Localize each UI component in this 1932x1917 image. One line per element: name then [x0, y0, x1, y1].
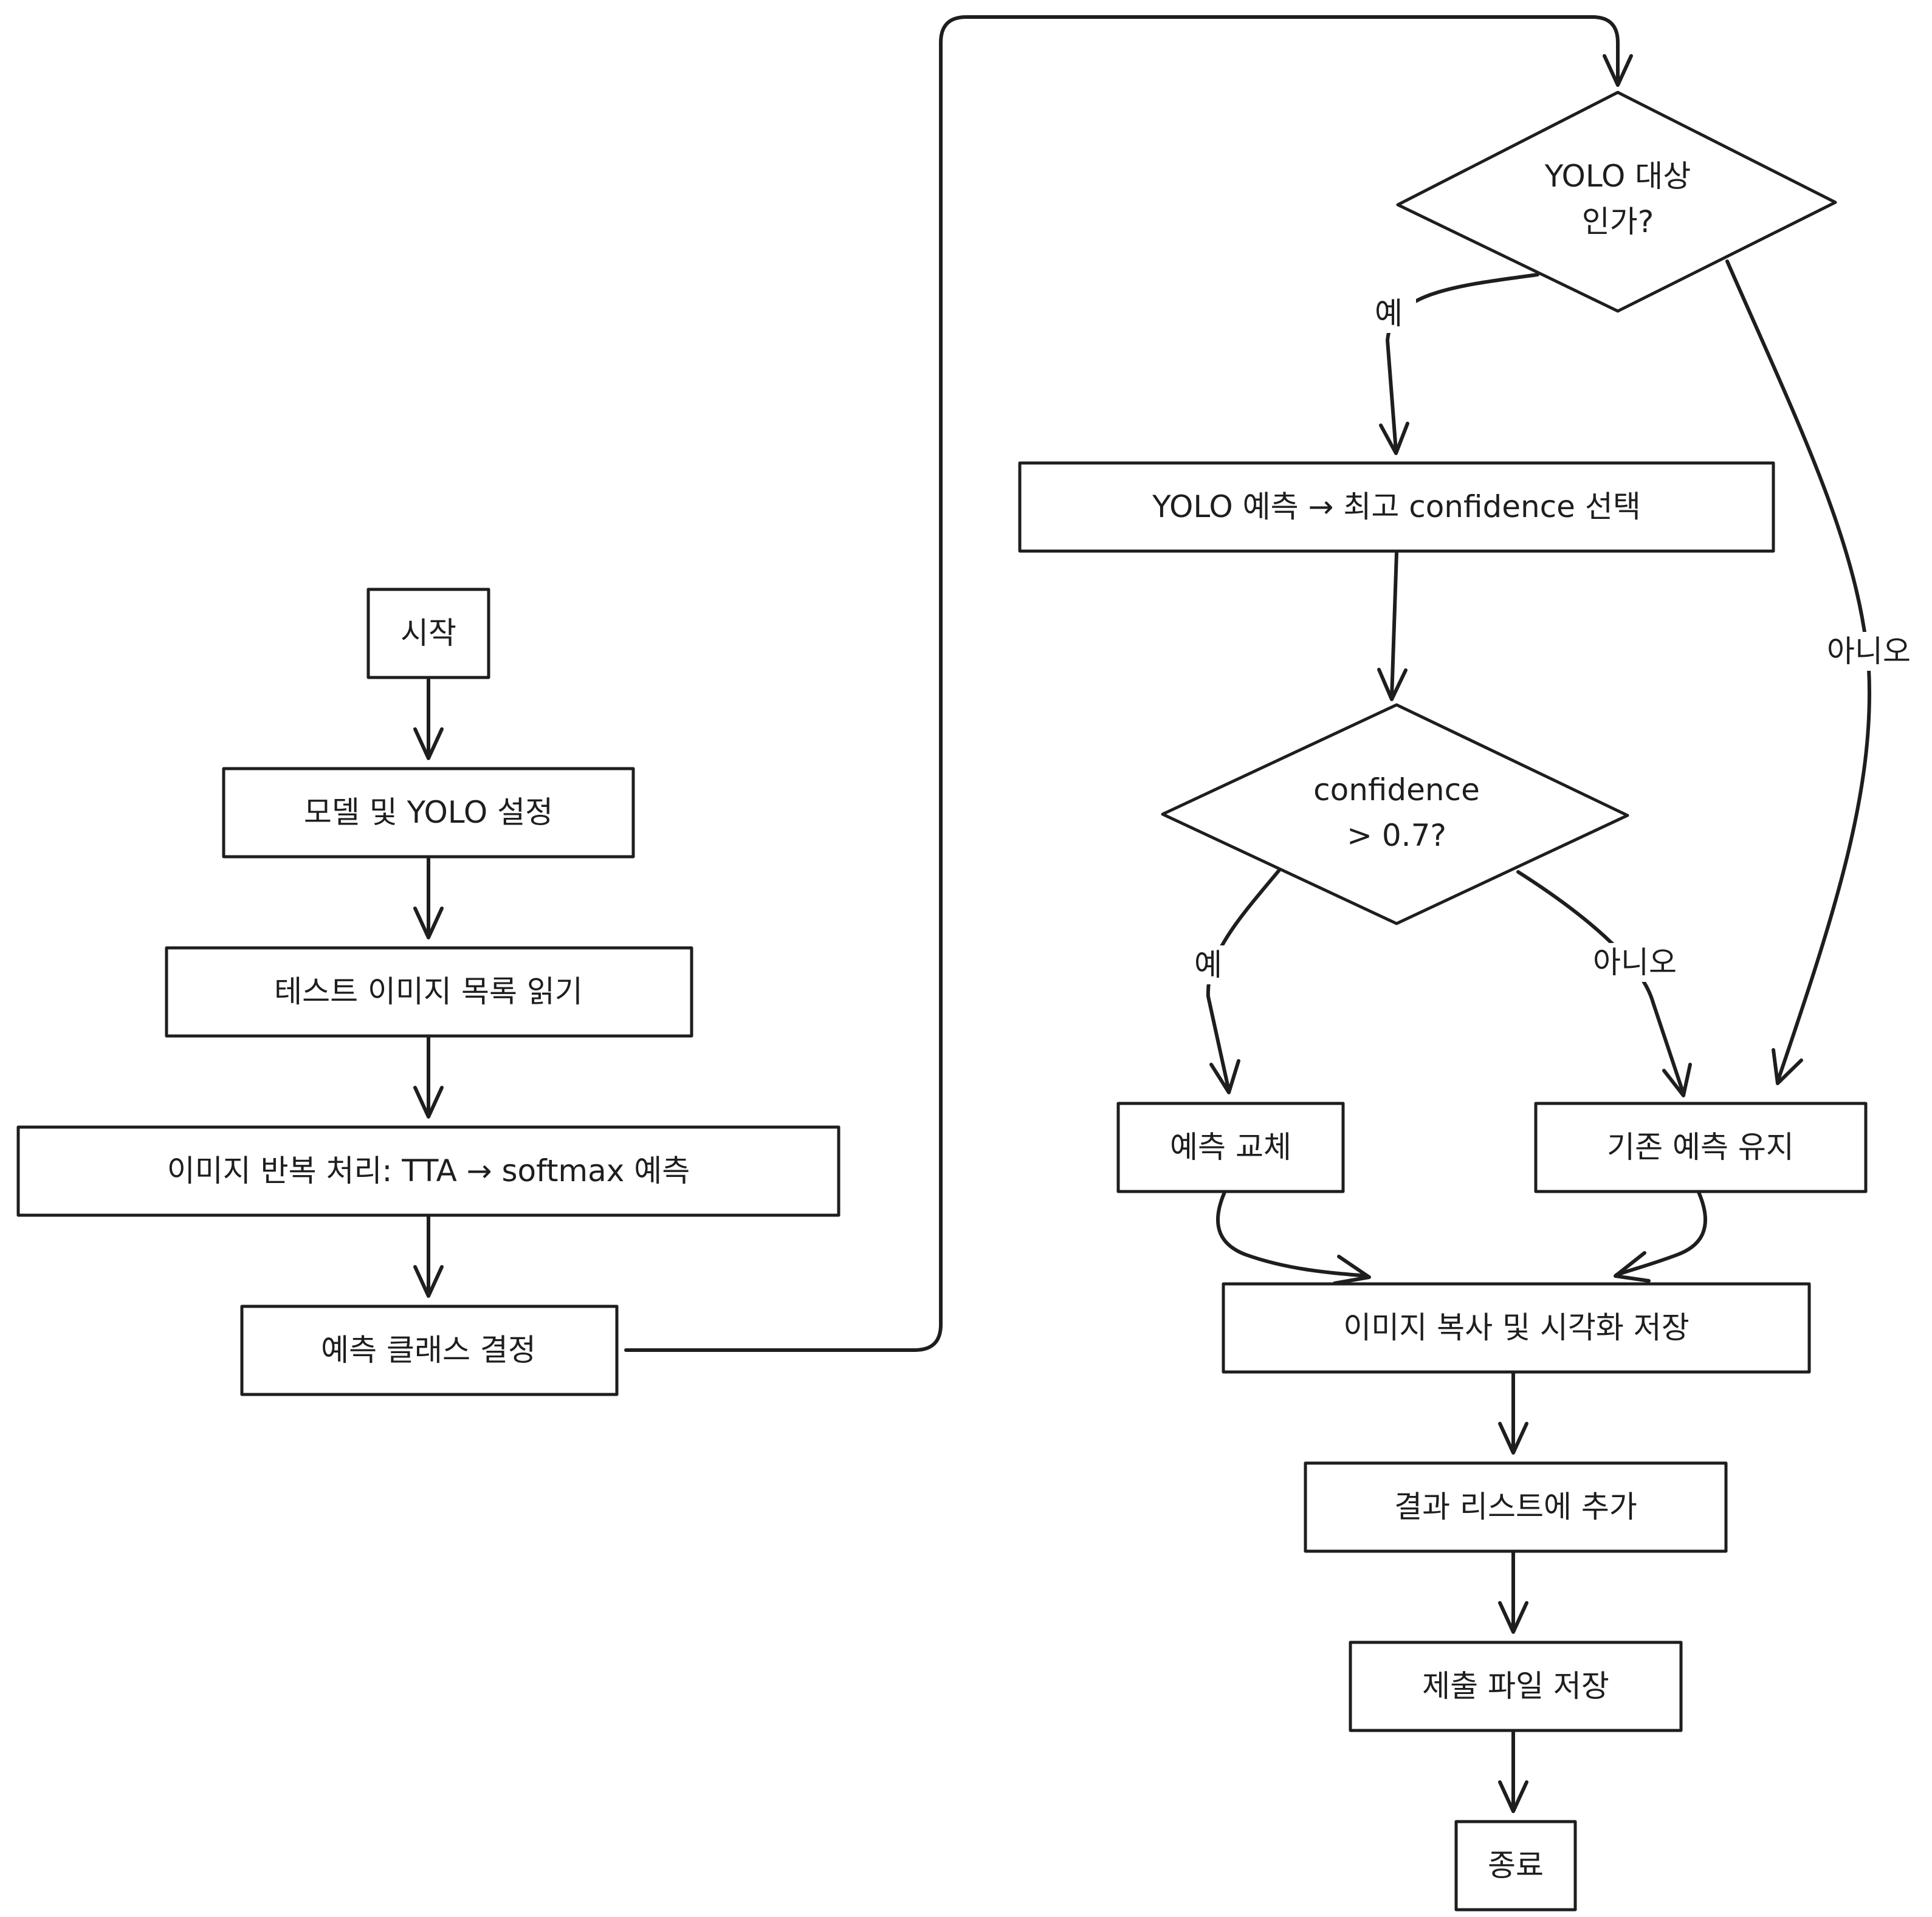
edge-yolo-target-no-arrowhead: [1772, 1048, 1803, 1085]
edge-start-to-config-arrowhead: [413, 727, 444, 760]
node-end: 종료: [1454, 1820, 1577, 1912]
svg-text:> 0.7?: > 0.7?: [1347, 818, 1446, 853]
node-yolo-predict: YOLO 예측 → 최고 confidence 선택: [1018, 461, 1775, 553]
edge-replace-to-copy-save-arrowhead: [1333, 1255, 1371, 1285]
svg-text:YOLO 예측 → 최고 confidence 선택: YOLO 예측 → 최고 confidence 선택: [1152, 489, 1641, 524]
node-read-list: 테스트 이미지 목록 읽기: [165, 946, 693, 1038]
svg-text:예측 교체: 예측 교체: [1170, 1130, 1291, 1165]
svg-text:이미지 반복 처리: TTA → softmax 예측: 이미지 반복 처리: TTA → softmax 예측: [167, 1153, 690, 1188]
edge-keep-to-copy-save: [1615, 1190, 1707, 1277]
edge-keep-to-copy-save-arrowhead: [1614, 1251, 1651, 1283]
svg-text:제출 파일 저장: 제출 파일 저장: [1422, 1668, 1609, 1704]
edge-yolo-target-no: [1725, 259, 1872, 1083]
svg-text:모델 및 YOLO 설정: 모델 및 YOLO 설정: [304, 795, 553, 830]
edge-label-conf-yes: 예: [1194, 947, 1222, 983]
edge-label-conf-no: 아니오: [1593, 945, 1677, 980]
edge-yolo-predict-to-conf-check: [1390, 551, 1398, 699]
edge-label-yolo-no: 아니오: [1827, 634, 1911, 669]
edge-conf-yes: [1206, 868, 1281, 1092]
edge-decide-class-to-yolo-target-arrowhead: [1603, 54, 1633, 87]
svg-text:기존 예측 유지: 기존 예측 유지: [1607, 1130, 1794, 1165]
edge-label-bg-yolo-yes: [1361, 294, 1416, 333]
edge-replace-to-copy-save: [1216, 1190, 1369, 1278]
node-append: 결과 리스트에 추가: [1304, 1461, 1728, 1553]
edge-copy-save-to-append-arrowhead: [1498, 1422, 1528, 1455]
svg-text:YOLO 대상: YOLO 대상: [1544, 159, 1691, 194]
edge-yolo-target-yes-arrowhead: [1379, 422, 1409, 455]
svg-text:confidence: confidence: [1313, 772, 1480, 808]
svg-text:예측 클래스 결정: 예측 클래스 결정: [321, 1332, 536, 1368]
edge-yolo-predict-to-conf-check-arrowhead: [1377, 668, 1408, 701]
edge-save-submission-to-end-arrowhead: [1498, 1780, 1528, 1813]
edge-label-bg-conf-no: [1580, 943, 1690, 982]
svg-text:테스트 이미지 목록 읽기: 테스트 이미지 목록 읽기: [274, 974, 583, 1009]
svg-text:인가?: 인가?: [1582, 204, 1654, 239]
edge-label-bg-yolo-no: [1814, 632, 1923, 671]
edge-conf-no-arrowhead: [1662, 1063, 1692, 1097]
node-config: 모델 및 YOLO 설정: [222, 767, 635, 859]
node-start: 시작: [366, 588, 490, 679]
svg-text:결과 리스트에 추가: 결과 리스트에 추가: [1394, 1489, 1637, 1524]
node-conf-check: confidence > 0.7?: [1161, 703, 1629, 925]
node-decide-class: 예측 클래스 결정: [240, 1305, 619, 1396]
edge-append-to-save-submission-arrowhead: [1498, 1601, 1528, 1634]
edge-conf-yes-arrowhead: [1209, 1059, 1240, 1094]
edge-loop-to-decide-class-arrowhead: [413, 1265, 444, 1298]
node-copy-save: 이미지 복사 및 시각화 저장: [1222, 1282, 1811, 1374]
node-save-submission: 제출 파일 저장: [1349, 1641, 1683, 1732]
svg-text:종료: 종료: [1488, 1848, 1544, 1883]
node-is-yolo-target: YOLO 대상 인가?: [1396, 91, 1837, 313]
node-replace: 예측 교체: [1116, 1102, 1345, 1193]
edge-config-to-read-list-arrowhead: [413, 907, 444, 939]
svg-text:이미지 복사 및 시각화 저장: 이미지 복사 및 시각화 저장: [1343, 1310, 1690, 1345]
svg-text:시작: 시작: [400, 616, 456, 651]
edge-decide-class-to-yolo-target: [624, 15, 1620, 1352]
edge-label-bg-conf-yes: [1181, 945, 1236, 984]
edge-conf-no: [1516, 870, 1685, 1096]
node-loop: 이미지 반복 처리: TTA → softmax 예측: [16, 1125, 841, 1217]
node-keep: 기존 예측 유지: [1534, 1102, 1868, 1193]
edge-read-list-to-loop-arrowhead: [413, 1086, 444, 1119]
edge-label-yolo-yes: 예: [1375, 296, 1403, 331]
